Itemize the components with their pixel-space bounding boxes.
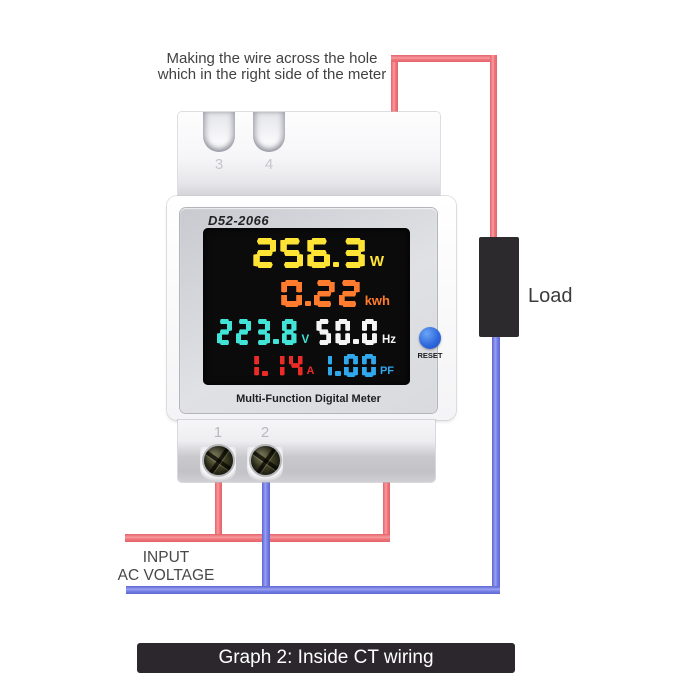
wire-hole-4 (253, 112, 285, 152)
input-label-line1: INPUT (142, 549, 190, 566)
live-wire-to-load-vertical (490, 55, 497, 238)
live-wire-top-horizontal (391, 55, 497, 62)
neutral-wire-bottom-horizontal (126, 586, 500, 594)
reset-button[interactable] (419, 327, 441, 349)
hole-3-label: 3 (214, 156, 224, 173)
input-ac-voltage-label: INPUT AC VOLTAGE (106, 549, 226, 585)
neutral-wire-load-vertical (492, 336, 500, 594)
live-wire-bottom-right-vertical (383, 482, 390, 542)
top-instruction: Making the wire across the hole which in… (102, 51, 442, 83)
terminal-2-screw (249, 444, 282, 477)
hole-4-label: 4 (264, 156, 274, 173)
neutral-wire-terminal2-vertical (262, 478, 270, 594)
graph-caption-bar: Graph 2: Inside CT wiring (137, 643, 515, 673)
top-instruction-line2: which in the right side of the meter (157, 66, 387, 83)
graph-caption-text: Graph 2: Inside CT wiring (218, 647, 434, 668)
terminal-1-label: 1 (213, 424, 223, 441)
live-wire-bottom-horizontal (125, 534, 390, 542)
meter-model: D52-2066 (208, 213, 270, 228)
load-box (479, 237, 519, 337)
live-wire-top-left-vertical (391, 55, 398, 112)
top-instruction-line1: Making the wire across the hole (166, 50, 378, 67)
terminal-1-screw (202, 444, 235, 477)
terminal-2-label: 2 (260, 424, 270, 441)
wire-hole-3 (203, 112, 235, 152)
meter-terminal-section: 1 2 (178, 420, 435, 482)
input-label-line2: AC VOLTAGE (117, 567, 215, 584)
load-label: Load (528, 285, 573, 307)
meter-caption: Multi-Function Digital Meter (236, 393, 381, 405)
live-wire-terminal1-vertical (215, 478, 222, 542)
reset-button-label: RESET (417, 351, 443, 360)
meter-top-section: 3 4 (178, 112, 440, 196)
